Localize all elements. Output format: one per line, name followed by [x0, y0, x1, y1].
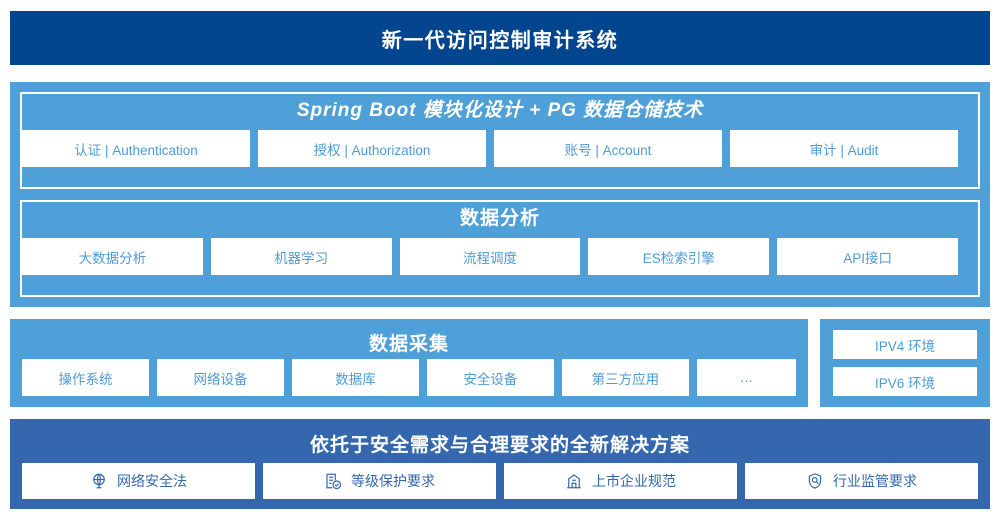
chip-cybersecurity-law[interactable]: 网络安全法: [22, 463, 255, 499]
chip-more[interactable]: …: [696, 359, 796, 396]
chip-label: 机器学习: [274, 250, 329, 266]
data-analysis-section-title: 数据分析: [459, 208, 540, 229]
chip-authentication[interactable]: 认证 | Authentication: [22, 130, 250, 167]
chip-audit[interactable]: 审计 | Audit: [730, 130, 958, 167]
chip-api-interface[interactable]: API接口: [777, 238, 958, 275]
chip-label: API接口: [843, 250, 892, 266]
chip-label: 行业监管要求: [833, 473, 917, 489]
chip-es-search-engine[interactable]: ES检索引擎: [588, 238, 770, 275]
chip-authorization[interactable]: 授权 | Authorization: [258, 130, 486, 167]
data-analysis-chip-row: 大数据分析 机器学习 流程调度 ES检索引擎 API接口: [22, 238, 958, 275]
compliance-panel: 依托于安全需求与合理要求的全新解决方案 网络安全法: [10, 419, 990, 509]
chip-security-device[interactable]: 安全设备: [426, 359, 554, 396]
document-check-icon: [324, 472, 342, 490]
chip-classified-protection[interactable]: 等级保护要求: [263, 463, 496, 499]
data-collection-chip-row: 操作系统 网络设备 数据库 安全设备 第三方应用 …: [22, 359, 796, 396]
chip-label: 授权 | Authorization: [313, 142, 431, 158]
chip-label: ES检索引擎: [642, 250, 715, 266]
platform-section-title: Spring Boot 模块化设计 + PG 数据仓储技术: [296, 100, 704, 121]
data-collection-section-title: 数据采集: [368, 334, 449, 355]
chip-listed-company-standard[interactable]: 上市企业规范: [504, 463, 737, 499]
chip-label: IPV4 环境: [874, 338, 936, 354]
chip-process-scheduling[interactable]: 流程调度: [399, 238, 581, 275]
chip-account[interactable]: 账号 | Account: [494, 130, 722, 167]
chip-ipv6-environment[interactable]: IPV6 环境: [833, 367, 977, 396]
chip-label: 审计 | Audit: [809, 142, 879, 158]
chip-label: 大数据分析: [78, 250, 147, 266]
chip-label: 上市企业规范: [592, 473, 676, 489]
chip-third-party-app[interactable]: 第三方应用: [561, 359, 689, 396]
page-title-bar: 新一代访问控制审计系统: [10, 11, 990, 65]
chip-label: 等级保护要求: [351, 473, 435, 489]
chip-label: 网络设备: [193, 371, 248, 387]
chip-network-device[interactable]: 网络设备: [156, 359, 284, 396]
chip-label: 账号 | Account: [564, 142, 652, 158]
chip-label: …: [739, 370, 754, 385]
compliance-section-title: 依托于安全需求与合理要求的全新解决方案: [309, 435, 690, 456]
chip-label: 网络安全法: [117, 473, 187, 489]
bank-building-icon: [565, 472, 583, 490]
page-title: 新一代访问控制审计系统: [381, 29, 619, 52]
chip-label: 第三方应用: [591, 371, 660, 387]
chip-label: 认证 | Authentication: [74, 142, 198, 158]
data-analysis-frame: [20, 200, 980, 297]
chip-label: 安全设备: [463, 371, 518, 387]
chip-label: IPV6 环境: [874, 375, 936, 391]
platform-chip-row: 认证 | Authentication 授权 | Authorization 账…: [22, 130, 958, 167]
chip-label: 操作系统: [58, 371, 113, 387]
chip-industry-supervision[interactable]: 行业监管要求: [745, 463, 978, 499]
chip-ipv4-environment[interactable]: IPV4 环境: [833, 330, 977, 359]
chip-machine-learning[interactable]: 机器学习: [210, 238, 392, 275]
compliance-chip-row: 网络安全法 等级保护要求: [22, 463, 978, 499]
data-collection-panel: 数据采集 操作系统 网络设备 数据库 安全设备 第三方应用 …: [10, 319, 808, 407]
globe-network-icon: [90, 472, 108, 490]
chip-database[interactable]: 数据库: [291, 359, 419, 396]
platform-frame: [20, 92, 980, 189]
chip-operating-system[interactable]: 操作系统: [22, 359, 149, 396]
platform-and-analysis-panel: Spring Boot 模块化设计 + PG 数据仓储技术 认证 | Authe…: [10, 82, 990, 307]
chip-big-data-analysis[interactable]: 大数据分析: [22, 238, 203, 275]
environment-chip-stack: IPV4 环境 IPV6 环境: [833, 330, 977, 396]
shield-search-icon: [806, 472, 824, 490]
chip-label: 流程调度: [462, 250, 517, 266]
environment-panel: IPV4 环境 IPV6 环境: [820, 319, 990, 407]
chip-label: 数据库: [335, 371, 376, 387]
